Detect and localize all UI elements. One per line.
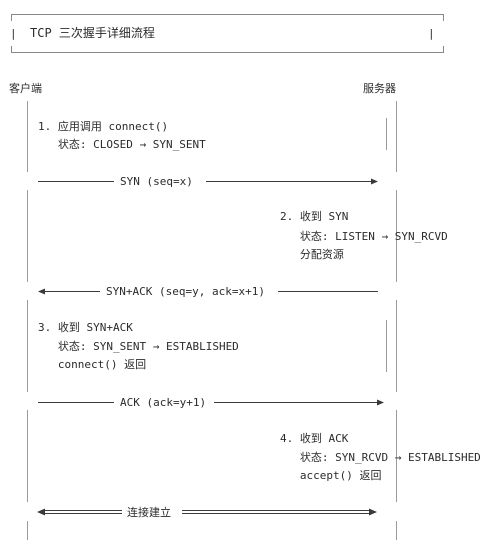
actor-client-label: 客户端 [9,81,42,95]
message-established: 连接建立 [37,502,377,522]
message-syn: SYN (seq=x) [38,172,378,190]
step-3: 3. 收到 SYN+ACK 状态: SYN_SENT → ESTABLISHED… [38,320,239,371]
title-box: | | TCP 三次握手详细流程 [10,14,444,53]
step-3-line-2: 状态: SYN_SENT → ESTABLISHED [38,339,239,353]
message-syn-label: SYN (seq=x) [120,175,193,188]
step-2-line-2: 状态: LISTEN → SYN_RCVD [280,229,448,243]
message-ack: ACK (ack=y+1) [38,393,384,411]
step-2-line-1: 2. 收到 SYN [280,209,348,223]
actor-server-label: 服务器 [363,82,396,95]
step-3-line-3: connect() 返回 [38,358,146,371]
svg-text:|: | [10,27,17,40]
diagram-title: TCP 三次握手详细流程 [30,25,155,40]
step-4-line-3: accept() 返回 [280,469,381,482]
message-established-label: 连接建立 [127,505,171,519]
step-2-line-3: 分配资源 [280,247,344,261]
step-1: 1. 应用调用 connect() 状态: CLOSED → SYN_SENT [38,119,206,151]
svg-text:|: | [428,27,435,40]
step-1-line-2: 状态: CLOSED → SYN_SENT [38,137,206,151]
message-ack-label: ACK (ack=y+1) [120,396,206,409]
step-4: 4. 收到 ACK 状态: SYN_RCVD → ESTABLISHED acc… [280,431,481,482]
step-3-line-1: 3. 收到 SYN+ACK [38,320,133,334]
step-1-line-1: 1. 应用调用 connect() [38,119,168,133]
message-syn-ack: SYN+ACK (seq=y, ack=x+1) [38,282,378,300]
step-4-line-2: 状态: SYN_RCVD → ESTABLISHED [280,450,481,464]
step-4-line-1: 4. 收到 ACK [280,431,349,445]
message-syn-ack-label: SYN+ACK (seq=y, ack=x+1) [106,285,265,298]
step-2: 2. 收到 SYN 状态: LISTEN → SYN_RCVD 分配资源 [280,209,448,261]
